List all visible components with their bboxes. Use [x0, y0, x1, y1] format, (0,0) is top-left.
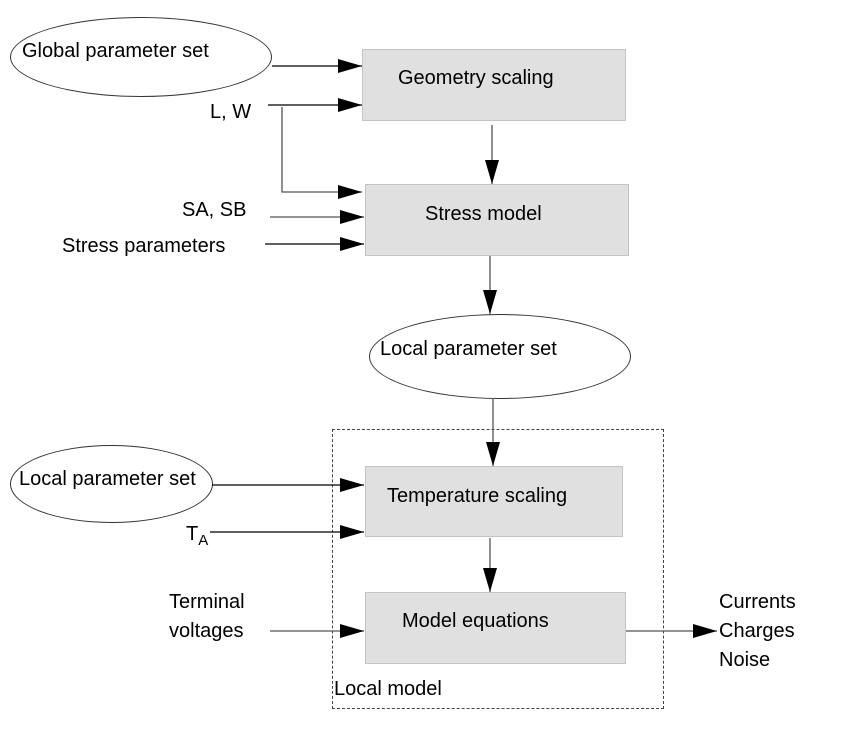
model-equations-box	[365, 592, 626, 664]
model-equations-label: Model equations	[402, 610, 549, 632]
geometry-scaling-label: Geometry scaling	[398, 67, 554, 89]
local-model-group	[332, 429, 664, 709]
local-parameter-set-left-node	[10, 445, 213, 523]
lw-label: L, W	[210, 101, 252, 123]
arrow-lw-to-stress	[281, 107, 362, 199]
output-noise: Noise	[719, 649, 771, 671]
local-model-group-label: Local model	[334, 678, 442, 700]
ta-main: T	[186, 523, 199, 545]
terminal-voltages-label-line1: Terminal	[169, 591, 245, 613]
ta-label: TA	[186, 523, 208, 552]
terminal-voltages-label-line2: voltages	[169, 620, 244, 642]
local-parameter-set-left-label: Local parameter set	[19, 468, 196, 490]
ta-subscript: A	[198, 532, 209, 549]
geometry-scaling-box	[362, 49, 626, 121]
local-parameter-set-mid-node	[369, 314, 631, 399]
output-currents: Currents	[719, 591, 796, 613]
sa-sb-label: SA, SB	[182, 199, 247, 221]
stress-parameters-label: Stress parameters	[62, 235, 226, 257]
global-parameter-set-node	[10, 17, 272, 97]
local-parameter-set-mid-label: Local parameter set	[380, 338, 557, 360]
global-parameter-set-label: Global parameter set	[22, 40, 209, 62]
stress-model-label: Stress model	[425, 203, 542, 225]
output-charges: Charges	[719, 620, 795, 642]
stress-model-box	[365, 184, 629, 256]
temperature-scaling-label: Temperature scaling	[387, 485, 568, 507]
temperature-scaling-box	[365, 466, 623, 537]
